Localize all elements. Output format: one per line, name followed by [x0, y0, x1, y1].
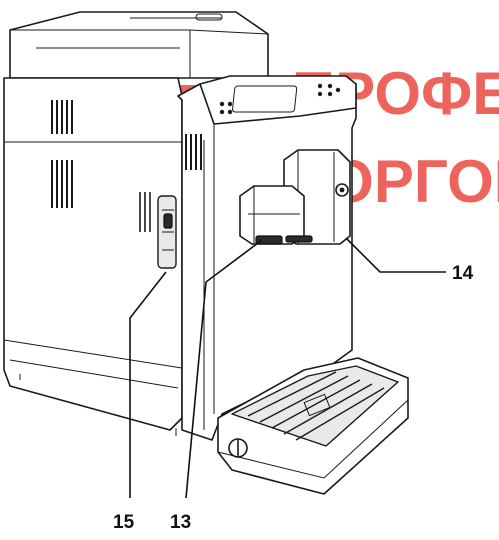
- machine-body: [3, 11, 409, 495]
- drip-tray: [217, 357, 409, 495]
- callout-leaders: [129, 237, 446, 499]
- top-lid: [9, 11, 269, 79]
- dispenser-spout: [239, 185, 313, 245]
- callout-number-13: 13: [170, 512, 191, 533]
- callout-number-15: 15: [113, 512, 135, 533]
- callout-number-14: 14: [452, 263, 474, 284]
- side-vent-upper: [51, 100, 73, 134]
- control-buttons: [219, 83, 341, 115]
- leader-13: [185, 239, 263, 499]
- left-side-panel: [3, 77, 183, 431]
- leader-14: [345, 237, 446, 273]
- leader-15: [129, 271, 167, 498]
- side-vent-front: [139, 192, 151, 232]
- drip-tray-grid: [247, 371, 385, 441]
- front-vent: [185, 134, 202, 170]
- side-vent-lower: [51, 160, 73, 208]
- drip-tray-indicator: [157, 195, 177, 269]
